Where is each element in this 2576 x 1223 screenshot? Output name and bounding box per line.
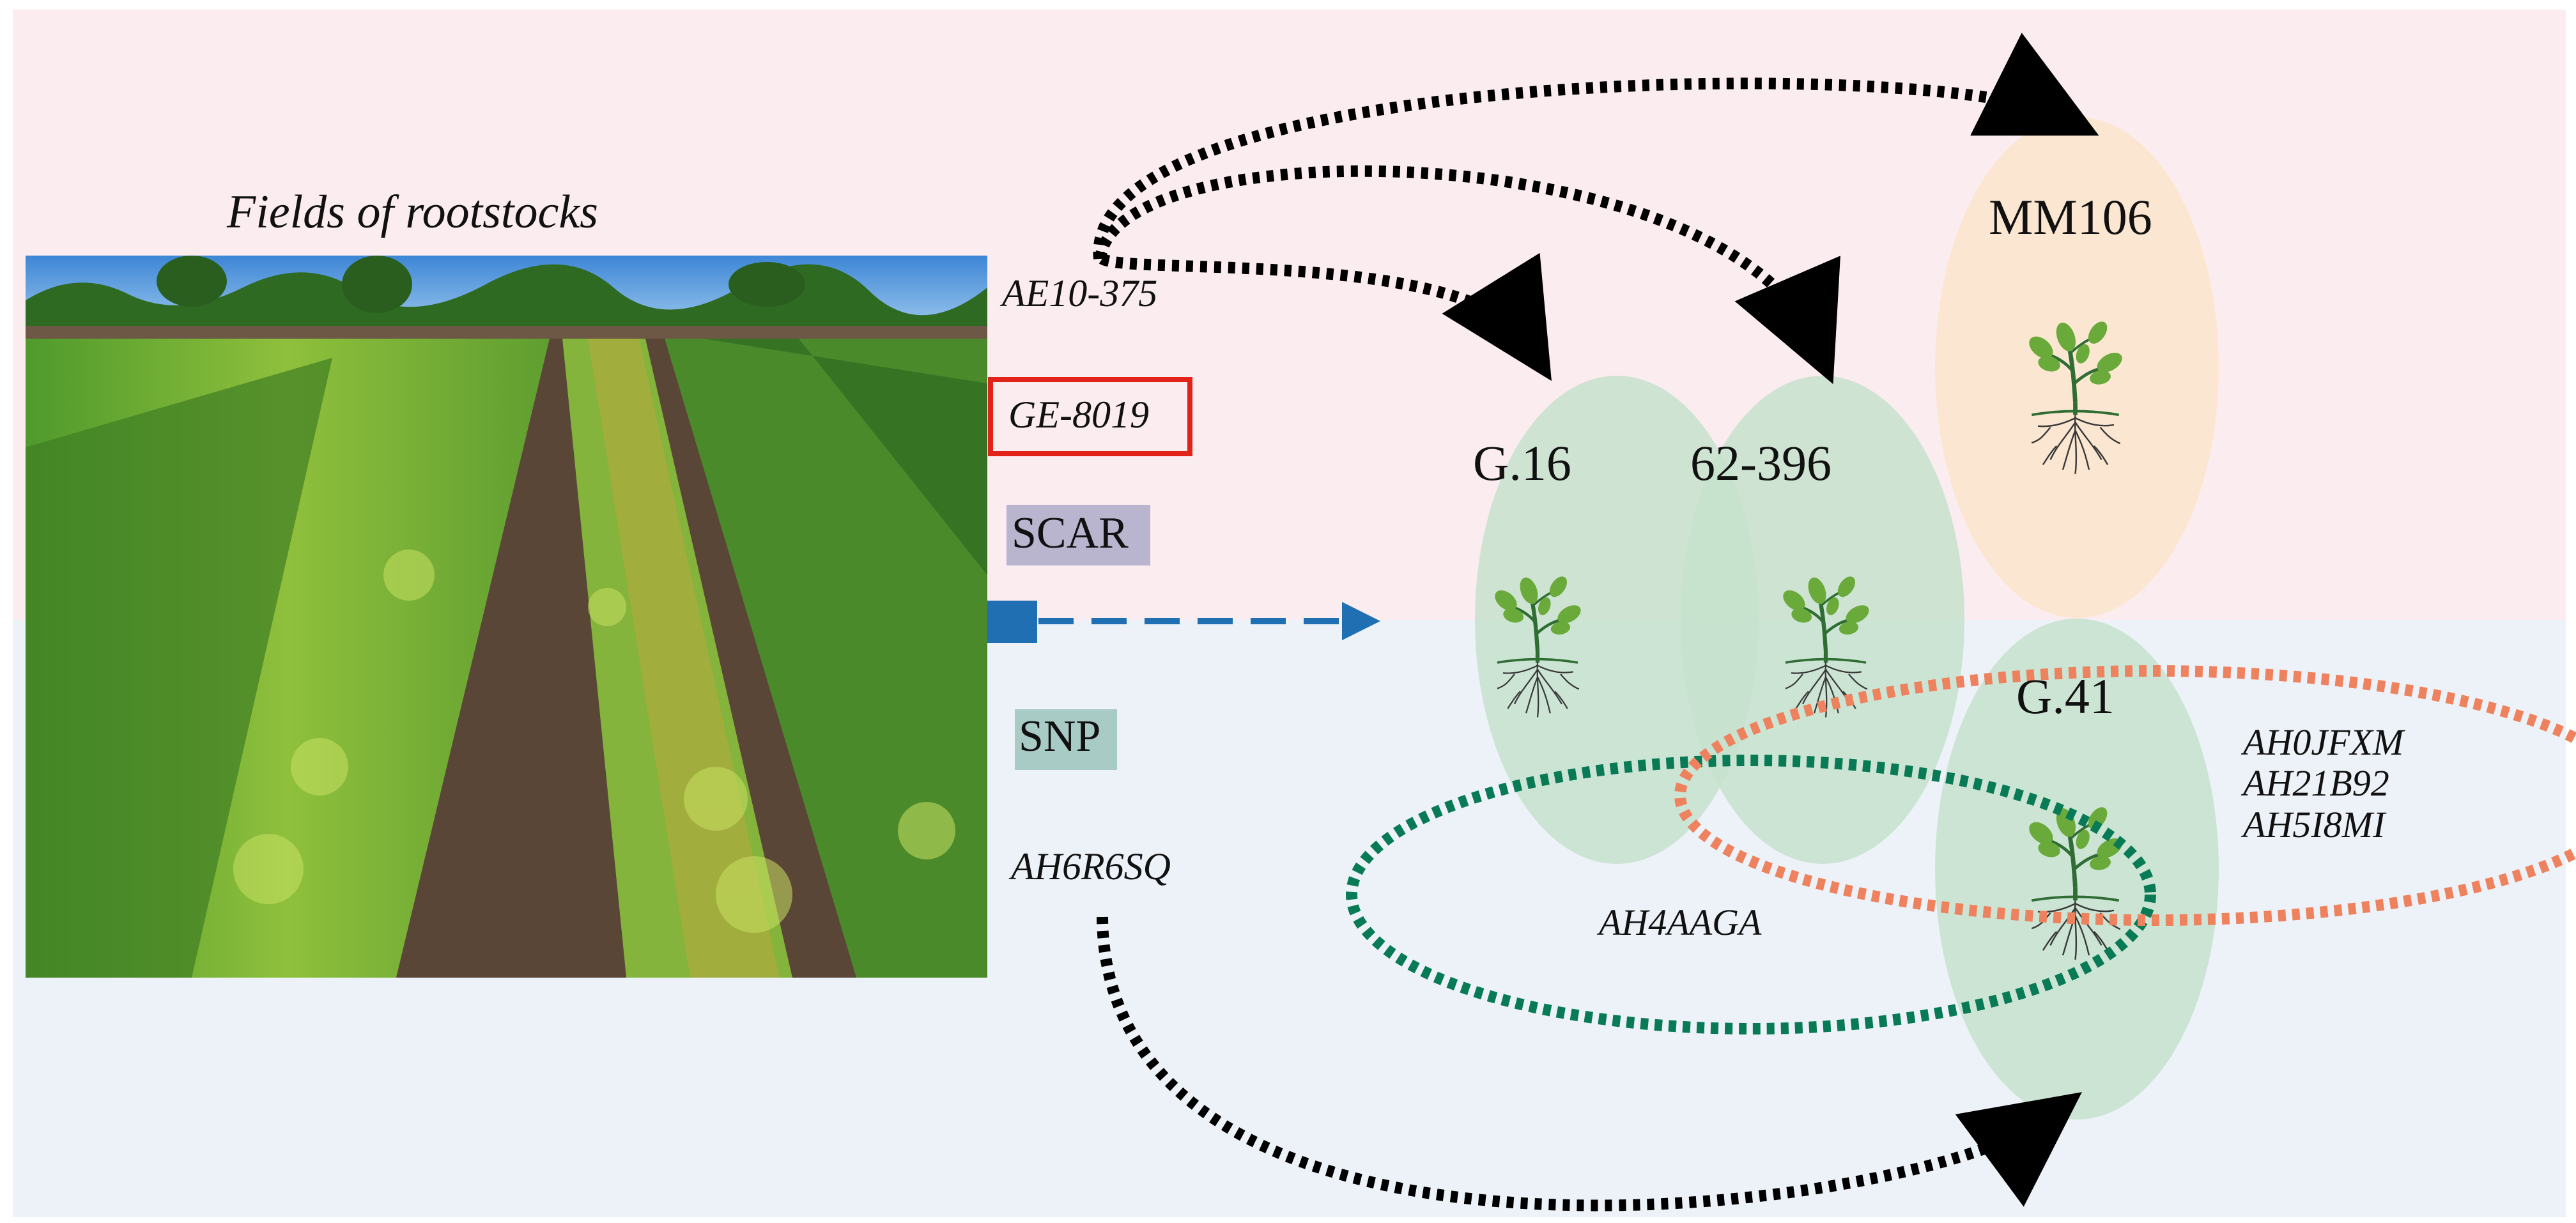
rootstock-g16-label: G.16 [1473, 435, 1571, 491]
g16-ellipse [1475, 376, 1759, 864]
marker-ah4aaga: AH4AAGA [1599, 902, 1762, 943]
ge8019-highlight-box [988, 377, 1192, 456]
rootstock-mm106-label: MM106 [1989, 189, 2152, 245]
marker-ge8019: GE-8019 [1008, 394, 1149, 436]
field-photo [26, 256, 987, 978]
orange-marker-group-outline [1674, 665, 2576, 926]
marker-ah6r6sq: AH6R6SQ [1011, 845, 1171, 888]
marker-ae10-375: AE10-375 [1002, 272, 1158, 314]
ah4aaga-group-outline [1346, 755, 2156, 1035]
rootstock-g41-label: G.41 [2016, 668, 2115, 724]
scar-chip [1006, 505, 1150, 565]
rootstock-62-396-label: 62-396 [1690, 435, 1832, 491]
mm106-ellipse [1935, 117, 2219, 618]
blue-square-icon [987, 601, 1037, 643]
arrow-to-g41 [1097, 916, 2082, 1211]
snp-label: SNP [1019, 712, 1101, 761]
arrow-to-62-396 [1095, 165, 1840, 385]
snp-chip [1015, 709, 1117, 770]
arrow-to-g16 [1099, 252, 1552, 381]
marker-ah21b92: AH21B92 [2243, 762, 2389, 804]
photo-caption: Fields of rootstocks [227, 186, 598, 238]
scar-label: SCAR [1012, 509, 1129, 558]
marker-ah5i8mi: AH5I8MI [2243, 804, 2386, 845]
marker-ah0jfxm: AH0JFXM [2243, 721, 2404, 763]
